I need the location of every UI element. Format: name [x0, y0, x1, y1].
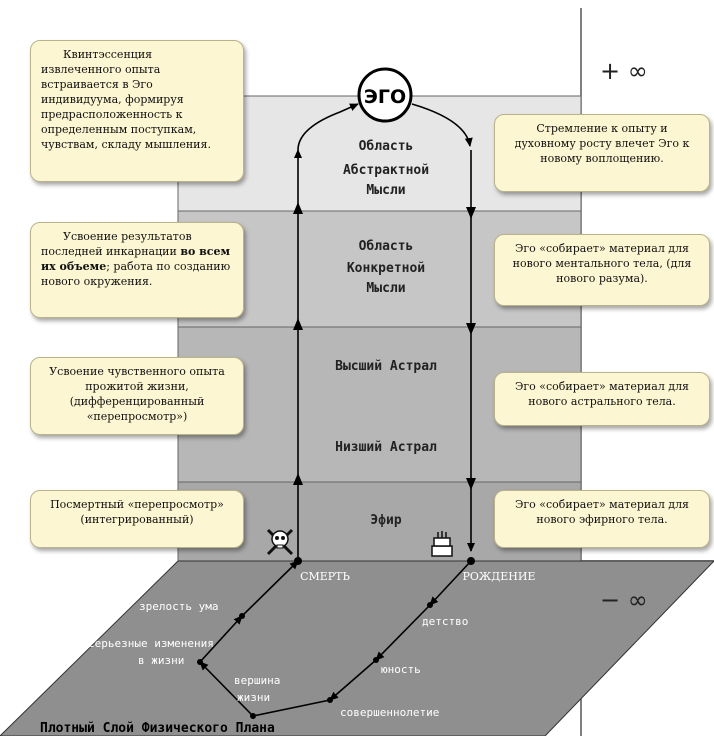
zone-concrete-line3: Мысли	[366, 281, 405, 296]
life-path	[199, 560, 472, 717]
note-left-incarnation-results: Усвоение результатов последней инкарнаци…	[30, 222, 244, 318]
stage-childhood: детство	[422, 615, 468, 628]
zone-abstract-line3: Мысли	[366, 183, 405, 198]
note-right-mental-body: Эго «собирает» материал для нового мента…	[494, 234, 710, 306]
note-left-sensory-experience: Усвоение чувственного опыта прожитой жиз…	[30, 357, 244, 435]
physical-plane-label: Плотный Слой Физического Плана	[40, 721, 275, 736]
note-right-striving: Стремление к опыту и духовному росту вле…	[494, 114, 710, 192]
note-right-etheric-body: Эго «собирает» материал для нового эфирн…	[494, 490, 710, 548]
note-left-incarnation-text-a: Усвоение результатов последней инкарнаци…	[41, 230, 192, 258]
zone-concrete-line1: Область	[359, 239, 414, 254]
life-path-dots	[197, 602, 433, 719]
stage-changes-line1: серьезные изменения	[88, 637, 214, 650]
birthday-cake-icon	[431, 531, 453, 557]
zone-concrete-line2: Конкретной	[347, 261, 425, 276]
death-label: СМЕРТЬ	[300, 570, 350, 583]
note-left-ego-quintessence: Квинтэссенция извлеченного опыта встраив…	[30, 40, 244, 182]
physical-plane-floor	[0, 560, 714, 736]
note-left-incarnation-text-c: ; работа по созданию нового окружения.	[41, 260, 231, 288]
note-left-incarnation-emphasis: во всем их объеме	[41, 245, 231, 273]
descent-curve-from-ego	[411, 103, 473, 147]
zone-astral-low: Низший Астрал	[335, 440, 437, 455]
zone-abstract-line2: Абстрактной	[343, 163, 429, 178]
zone-ether: Эфир	[370, 513, 401, 528]
skull-icon	[266, 528, 294, 556]
note-right-astral-body: Эго «собирает» материал для нового астра…	[494, 372, 710, 426]
note-left-posthumous-review: Посмертный «перепросмотр» (интегрированн…	[30, 490, 244, 548]
zone-astral-high: Высший Астрал	[335, 359, 437, 374]
plus-infinity-label: + ∞	[600, 57, 648, 85]
ego-label: ЭГО	[364, 86, 406, 108]
stage-wisdom: зрелость ума	[139, 600, 218, 613]
minus-infinity-label: − ∞	[600, 586, 648, 614]
stage-peak-line1: вершина	[234, 674, 280, 687]
stage-changes-line2: в жизни	[138, 654, 184, 667]
ego-circle	[357, 67, 413, 123]
zone-abstract-line1: Область	[359, 139, 414, 154]
ascent-curve-to-ego	[297, 103, 359, 151]
birth-label: РОЖДЕНИЕ	[463, 570, 536, 583]
stage-youth: юность	[381, 663, 421, 676]
stage-maturity: совершеннолетие	[340, 706, 439, 719]
stage-peak-line2: жизни	[237, 691, 270, 704]
